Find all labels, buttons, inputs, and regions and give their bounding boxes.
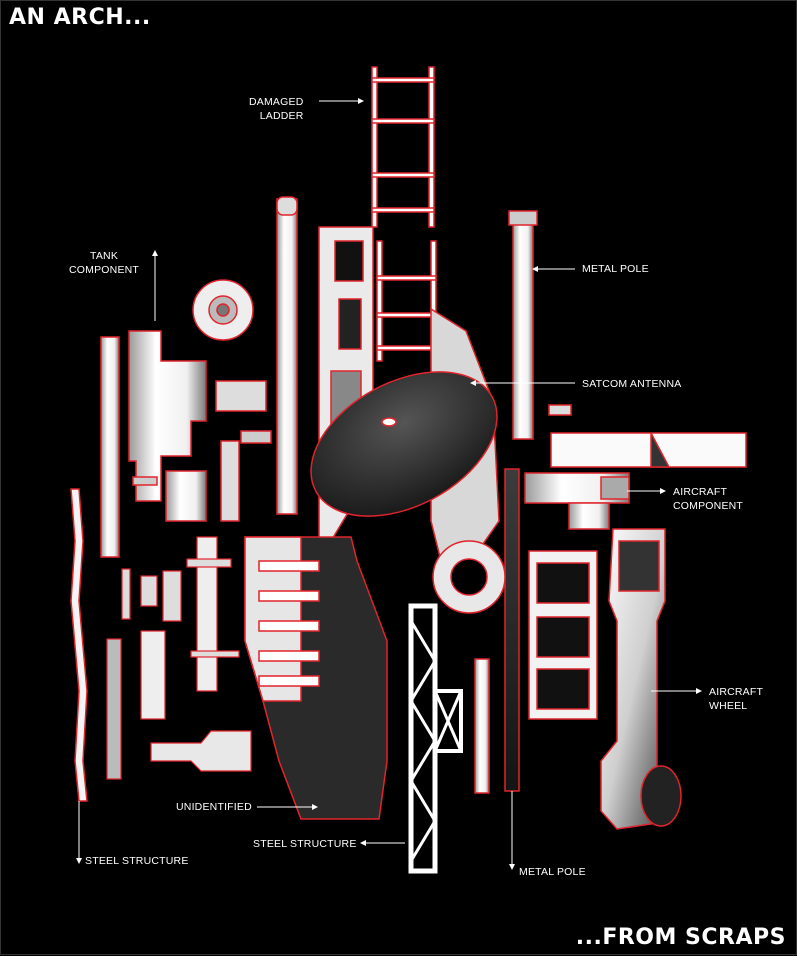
small-parts-left [106,536,252,780]
metal-pole-top-part [508,210,538,440]
label-unidentified: UNIDENTIFIED [176,801,252,813]
label-tank-component: TANK COMPONENT [69,250,140,276]
satcom-antenna-dish-part [310,371,498,517]
damaged-ladder-part [371,66,437,362]
tank-component-part [100,279,272,558]
steel-structure-center-part [408,603,463,874]
label-damaged-ladder: DAMAGED LADDER [249,96,304,122]
aircraft-component-part [524,472,630,530]
steel-structure-left-part [70,488,88,802]
title-top: AN ARCH... [9,5,151,30]
leader-lines [76,98,702,870]
label-aircraft-component: AIRCRAFT COMPONENT [673,486,744,512]
title-bottom: ...FROM SCRAPS [575,925,786,950]
metal-pole-bottom-part [504,468,520,792]
label-metal-pole-bottom: METAL POLE [519,866,586,878]
label-metal-pole-top: METAL POLE [582,263,649,275]
gear-ring-part [432,540,506,614]
unidentified-part [244,536,388,820]
label-steel-structure-left: STEEL STRUCTURE [85,855,189,867]
window-frame-part [528,550,598,720]
label-aircraft-wheel: AIRCRAFT WHEEL [709,686,764,712]
spring-rod-part [474,658,490,794]
aircraft-wheel-part [600,528,682,830]
label-steel-structure-center: STEEL STRUCTURE [253,838,357,850]
slab-part [548,404,747,468]
label-satcom-antenna: SATCOM ANTENNA [582,378,682,390]
tall-column-part [276,196,298,515]
